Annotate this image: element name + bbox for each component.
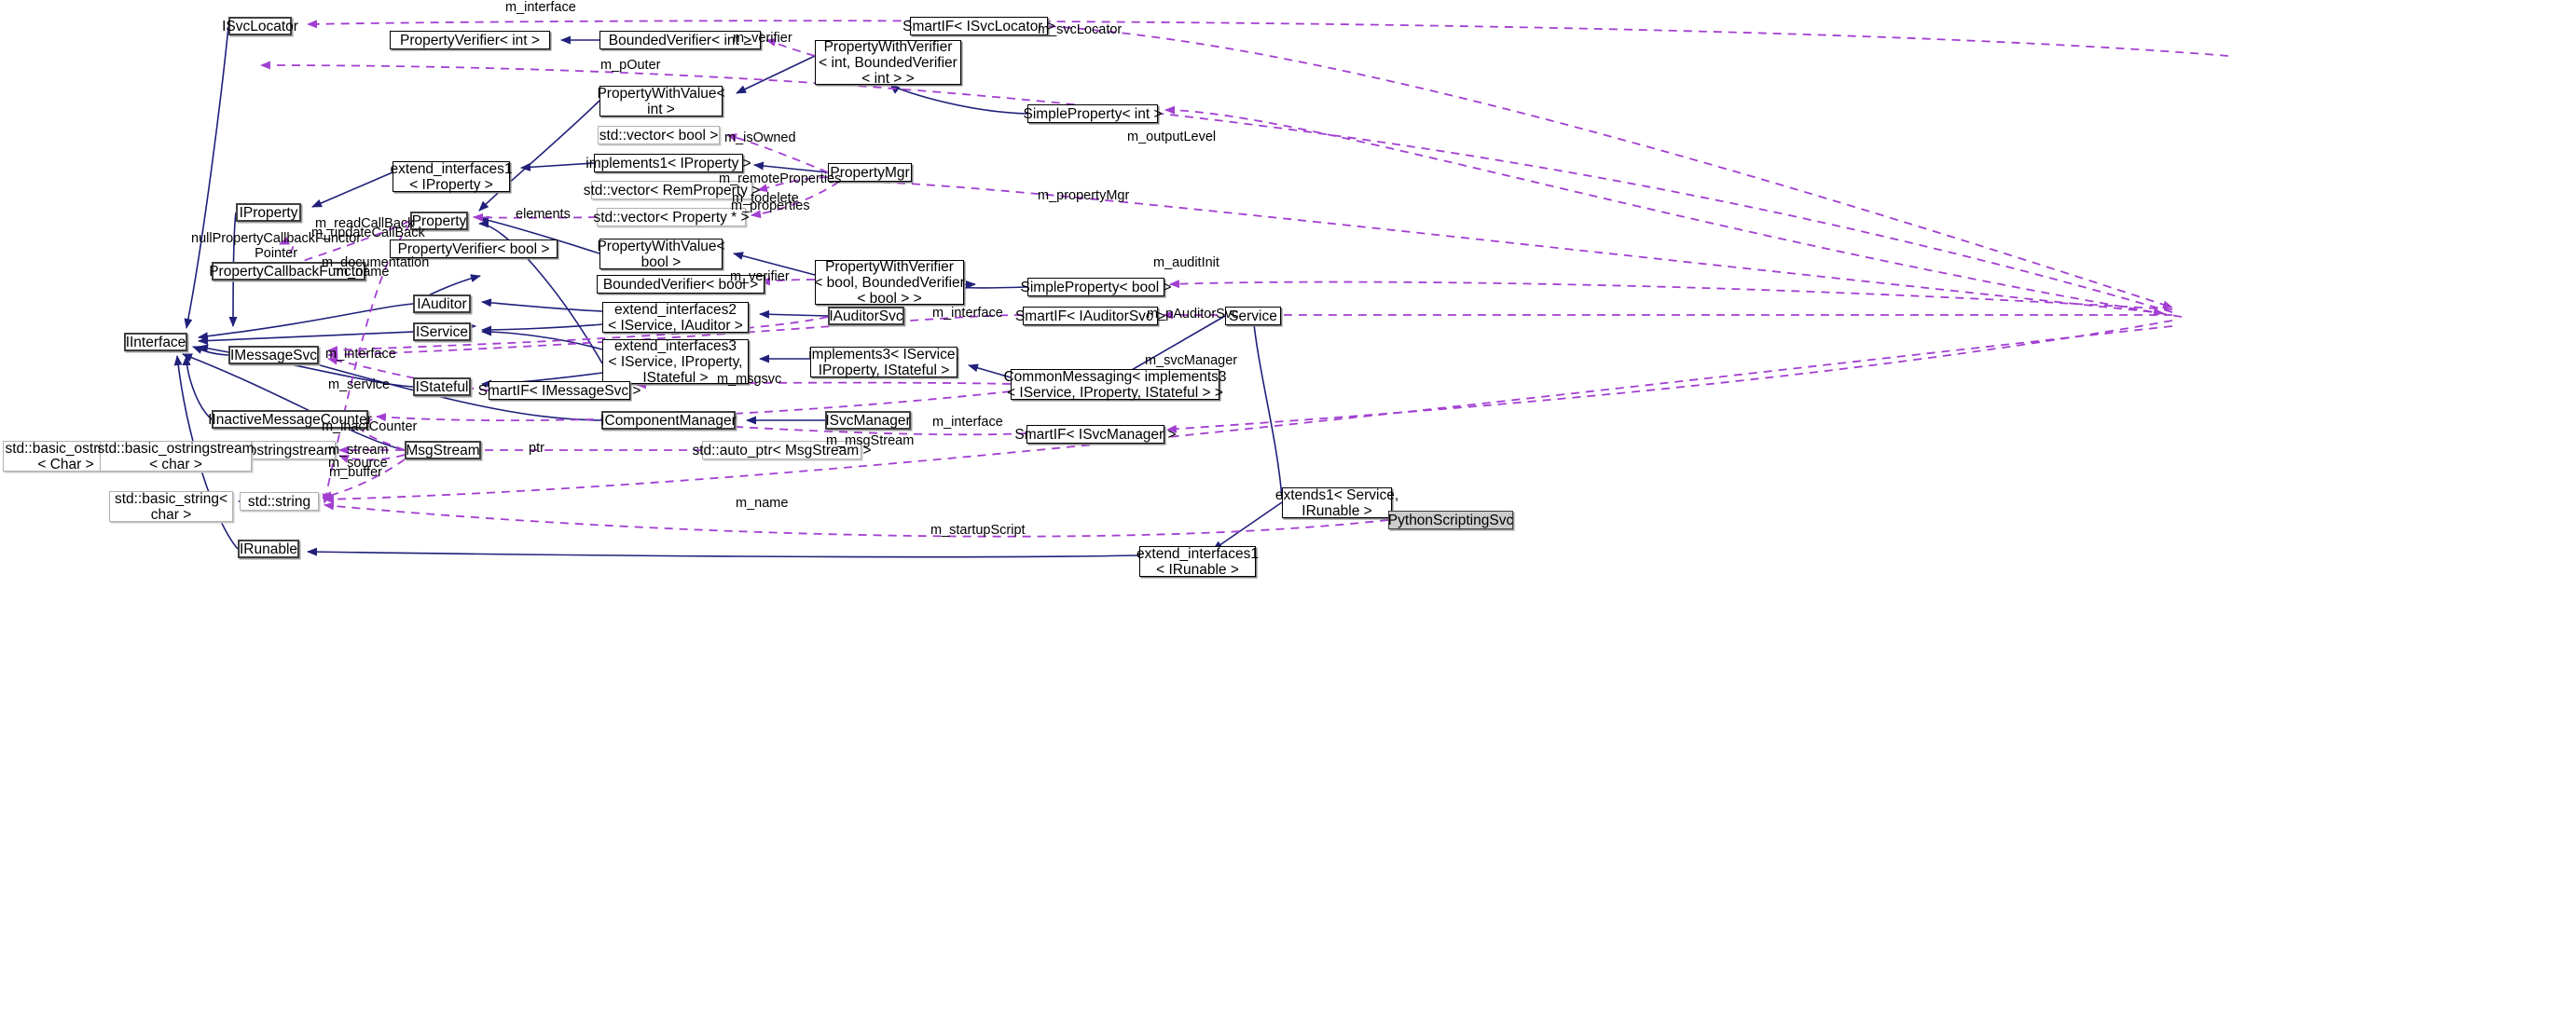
class-node-vector_property_ptr[interactable]: std::vector< Property * >	[593, 208, 750, 226]
class-node-string[interactable]: std::string	[240, 492, 319, 511]
edge-label-lbl_m_isowned: m_isOwned	[724, 130, 796, 145]
edge-label-lbl_m_verifier_top: m_verifier	[733, 31, 792, 46]
class-node-vector_bool[interactable]: std::vector< bool >	[598, 126, 720, 144]
edge-label-lbl_m_propertymgr: m_propertyMgr	[1038, 188, 1130, 203]
edge-label-lbl_m_readcallback: m_readCallBack	[315, 216, 415, 231]
edge-label-lbl_m_msgstream: m_msgStream	[826, 433, 915, 448]
class-node-basic_string_char[interactable]: std::basic_string< char >	[109, 491, 233, 523]
edge-label-lbl_m_svcmanager: m_svcManager	[1145, 353, 1238, 368]
class-node-autoptr_msgstream[interactable]: std::auto_ptr< MsgStream >	[692, 441, 872, 459]
class-node-boundedverifier_int[interactable]: BoundedVerifier< int >	[599, 31, 761, 49]
class-node-propertyverifier_int[interactable]: PropertyVerifier< int >	[390, 31, 550, 49]
class-node-extends1_service[interactable]: extends1< Service, IRunable >	[1274, 486, 1399, 519]
class-node-simpleproperty_bool[interactable]: SimpleProperty< bool >	[1020, 278, 1172, 296]
class-node-propertywithverifier_int[interactable]: PropertyWithVerifier < int, BoundedVerif…	[815, 39, 961, 87]
class-node-iauditor[interactable]: IAuditor	[413, 294, 471, 313]
class-node-smartif_isvclocator[interactable]: SmartIF< ISvcLocator >	[902, 17, 1055, 35]
class-node-propertywithvalue_bool[interactable]: PropertyWithValue< bool >	[597, 238, 725, 270]
edge-label-lbl_ptr: ptr	[529, 441, 544, 456]
class-node-extend_interfaces1_iprop[interactable]: extend_interfaces1 < IProperty >	[390, 160, 513, 193]
edge-label-lbl_m_remoteproperties: m_remoteProperties	[719, 171, 842, 186]
class-node-propertyverifier_bool[interactable]: PropertyVerifier< bool >	[390, 240, 558, 258]
class-node-icomponentmanager[interactable]: IComponentManager	[600, 411, 737, 430]
edge-label-lbl_m_todelete: m_todelete	[732, 191, 799, 206]
edge-label-lbl_m_auditinit: m_auditInit	[1153, 255, 1219, 270]
edge-label-lbl_m_interface_svcm: m_interface	[932, 415, 1003, 430]
class-node-smartif_isvcmanager[interactable]: SmartIF< ISvcManager >	[1014, 425, 1177, 444]
class-node-propertywithverifier_bool[interactable]: PropertyWithVerifier < bool, BoundedVeri…	[814, 258, 965, 307]
class-node-extend_interfaces2[interactable]: extend_interfaces2 < IService, IAuditor …	[602, 302, 749, 334]
class-node-simpleproperty_int[interactable]: SimpleProperty< int >	[1023, 104, 1163, 123]
class-node-iinterface[interactable]: IInterface	[124, 333, 187, 351]
class-node-iinactivemessagecounter[interactable]: IInactiveMessageCounter	[208, 410, 372, 429]
class-node-isvcmanager[interactable]: ISvcManager	[825, 411, 911, 430]
class-node-iservice[interactable]: IService	[413, 322, 471, 341]
class-node-implements1_iproperty[interactable]: implements1< IProperty >	[585, 154, 751, 172]
edge-label-lbl_m_source: m_source	[328, 456, 388, 471]
edge-label-lbl_m_svclocator: m_svcLocator	[1038, 22, 1123, 37]
edge-label-lbl_m_name_prop: m_name	[337, 265, 390, 280]
edge-label-lbl_m_verifier_bool: m_verifier	[730, 269, 790, 284]
edge-label-lbl_m_name: m_name	[736, 496, 789, 511]
edge-label-lbl_m_documentation: m_documentation	[322, 255, 430, 270]
edge-label-lbl_m_pouter: m_pOuter	[600, 58, 661, 73]
edge-label-lbl_m_buffer: m_buffer	[329, 465, 382, 480]
class-node-isvclocator[interactable]: ISvcLocator	[222, 17, 298, 35]
class-node-service[interactable]: Service	[1225, 307, 1281, 325]
class-node-basic_ostringstream_char[interactable]: std::basic_ostringstream < char >	[97, 440, 255, 472]
class-node-irunable[interactable]: IRunable	[238, 540, 299, 558]
edge-label-lbl_m_inactcounter: m_inactCounter	[322, 419, 418, 434]
edge-label-lbl_m_startupscript: m_startupScript	[930, 523, 1026, 538]
edge-label-lbl_nullpropcb: nullPropertyCallbackFunctor Pointer	[191, 231, 362, 261]
edge-label-lbl_m_updatecallback: m_updateCallBack	[311, 226, 425, 240]
edge-label-lbl_m_interface_msg: m_interface	[325, 347, 396, 362]
class-node-propertymgr[interactable]: PropertyMgr	[828, 163, 912, 182]
class-node-propertywithvalue_int[interactable]: PropertyWithValue< int >	[597, 85, 725, 117]
class-node-istateful[interactable]: IStateful	[413, 377, 471, 396]
class-node-smartif_imessagesvc[interactable]: SmartIF< IMessageSvc >	[477, 381, 641, 400]
edge-label-lbl_m_properties: m_properties	[731, 198, 810, 213]
edge-label-lbl_m_service: m_service	[328, 377, 391, 392]
class-node-property[interactable]: Property	[410, 212, 468, 230]
class-node-pythonscriptingsvc[interactable]: PythonScriptingSvc	[1387, 511, 1514, 529]
class-node-commonmessaging[interactable]: CommonMessaging< implements3 < IService,…	[1003, 368, 1227, 401]
edge-label-lbl_m_interface_top: m_interface	[505, 0, 576, 15]
edge-label-lbl_m_interface_aud: m_interface	[932, 306, 1003, 321]
class-node-imessagesvc[interactable]: IMessageSvc	[228, 346, 319, 364]
class-node-smartif_iauditorsvc[interactable]: SmartIF< IAuditorSvc >	[1014, 307, 1166, 325]
class-node-msgstream[interactable]: MsgStream	[405, 441, 481, 459]
class-node-vector_remproperty[interactable]: std::vector< RemProperty >	[583, 181, 761, 199]
class-node-iproperty[interactable]: IProperty	[236, 203, 301, 222]
edge-label-lbl_m_pauditorsvc: m_pAuditorSvc	[1147, 307, 1239, 322]
class-node-boundedverifier_bool[interactable]: BoundedVerifier< bool >	[597, 275, 765, 294]
class-node-implements3_iservice[interactable]: implements3< IService, IProperty, IState…	[808, 346, 959, 378]
edge-label-lbl_m_outputlevel: m_outputLevel	[1127, 130, 1217, 144]
edge-label-lbl_m_msgsvc: m_msgsvc	[717, 372, 782, 387]
class-node-iauditorsvc[interactable]: IAuditorSvc	[828, 307, 904, 325]
class-node-propertycallbackfunctor[interactable]: PropertyCallbackFunctor	[209, 262, 368, 281]
edge-label-lbl_m_stream: m_stream	[328, 443, 389, 458]
edge-label-lbl_elements: elements	[516, 207, 571, 222]
class-node-extend_interfaces3[interactable]: extend_interfaces3 < IService, IProperty…	[602, 338, 749, 386]
class-node-extend_interfaces1_irun[interactable]: extend_interfaces1 < IRunable >	[1136, 545, 1259, 578]
